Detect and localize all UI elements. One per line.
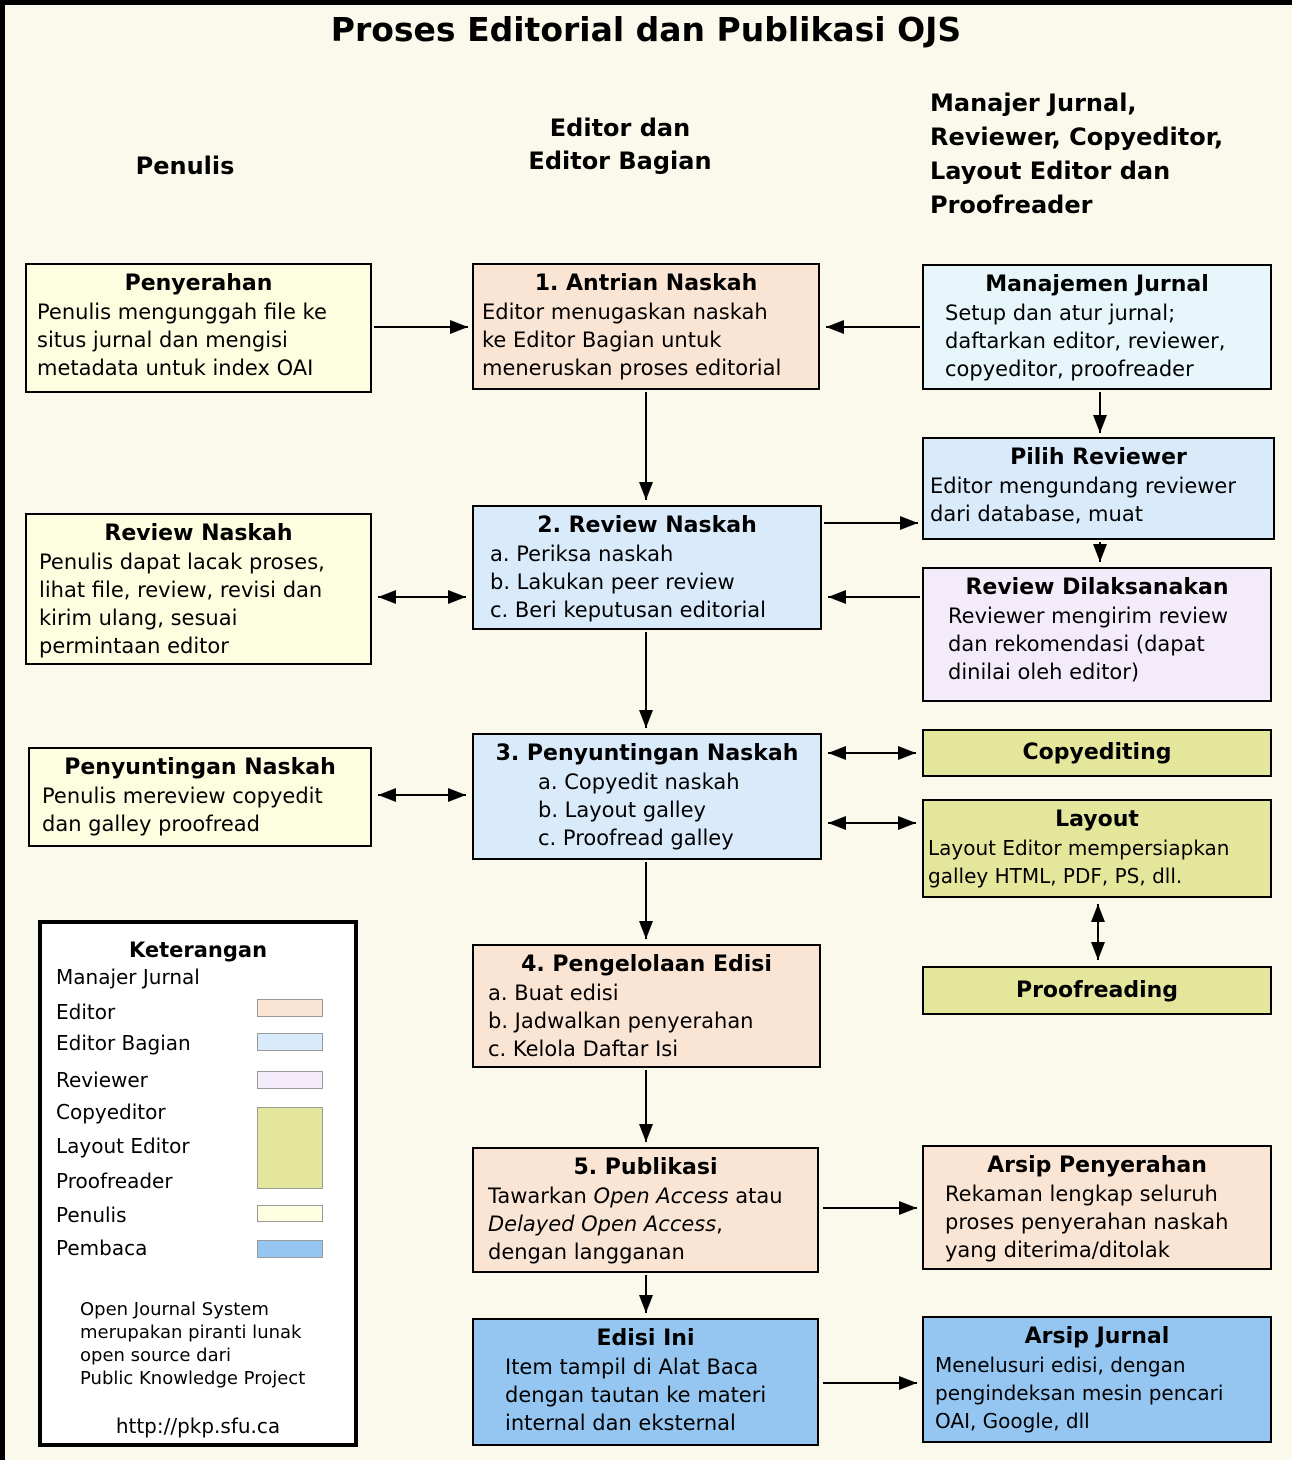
column-header-line: Layout Editor dan bbox=[930, 157, 1171, 185]
box-arsip-jurnal: Arsip Jurnal Menelusuri edisi, dengan pe… bbox=[922, 1316, 1272, 1443]
box-pengelolaan-edisi: 4. Pengelolaan Edisi a. Buat edisi b. Ja… bbox=[472, 944, 821, 1068]
box-title: Copyediting bbox=[1022, 740, 1172, 765]
box-proofreading: Proofreading bbox=[922, 966, 1272, 1015]
page-border-top bbox=[0, 0, 1292, 5]
legend-swatch-penulis bbox=[257, 1205, 323, 1222]
column-header-line: Reviewer, Copyeditor, bbox=[930, 123, 1224, 151]
legend-swatch-editor-bagian bbox=[257, 1033, 323, 1051]
legend-swatch-copyeditor-layout-proofreader bbox=[257, 1107, 323, 1189]
box-title: Proofreading bbox=[1015, 978, 1179, 1003]
box-antrian-naskah: 1. Antrian Naskah Editor menugaskan nask… bbox=[472, 263, 820, 390]
box-copyediting: Copyediting bbox=[922, 729, 1272, 777]
column-header-line: Editor Bagian bbox=[528, 147, 712, 175]
box-title: 4. Pengelolaan Edisi bbox=[521, 952, 772, 977]
box-edisi-ini: Edisi Ini Item tampil di Alat Baca denga… bbox=[472, 1318, 819, 1446]
box-penyuntingan-penulis: Penyuntingan Naskah Penulis mereview cop… bbox=[28, 747, 372, 847]
column-header-line: Manajer Jurnal, bbox=[930, 89, 1137, 117]
legend-label-layout-editor: Layout Editor bbox=[56, 1134, 190, 1158]
box-title: Edisi Ini bbox=[596, 1326, 695, 1351]
box-publikasi: 5. Publikasi Tawarkan Open Access atau D… bbox=[472, 1147, 819, 1273]
legend-footer-line: merupakan piranti lunak bbox=[80, 1322, 302, 1343]
legend-label-manajer-jurnal: Manajer Jurnal bbox=[56, 965, 200, 989]
page-title: Proses Editorial dan Publikasi OJS bbox=[330, 10, 962, 49]
legend-footer-line: Open Journal System bbox=[80, 1299, 269, 1320]
legend-swatch-reviewer bbox=[257, 1071, 323, 1089]
legend-label-penulis: Penulis bbox=[56, 1203, 127, 1227]
page-border-left bbox=[0, 0, 5, 1460]
box-layout: Layout Layout Editor mempersiapkan galle… bbox=[922, 799, 1272, 898]
box-title: 1. Antrian Naskah bbox=[534, 271, 758, 296]
box-penyuntingan-naskah: 3. Penyuntingan Naskah a. Copyedit naska… bbox=[472, 733, 822, 860]
legend-swatch-pembaca bbox=[257, 1240, 323, 1258]
column-header-editor: Editor dan Editor Bagian bbox=[470, 112, 770, 178]
box-title: Review Dilaksanakan bbox=[965, 575, 1229, 600]
box-title: Arsip Penyerahan bbox=[987, 1153, 1207, 1178]
box-title: 2. Review Naskah bbox=[537, 513, 757, 538]
box-title: Arsip Jurnal bbox=[1024, 1324, 1170, 1349]
pkp-url: http://pkp.sfu.ca bbox=[115, 1414, 281, 1438]
box-title: 5. Publikasi bbox=[573, 1155, 718, 1180]
legend-label-pembaca: Pembaca bbox=[56, 1236, 148, 1260]
box-title: Pilih Reviewer bbox=[1010, 445, 1187, 470]
box-title: Penyerahan bbox=[124, 271, 273, 296]
box-pilih-reviewer: Pilih Reviewer Editor mengundang reviewe… bbox=[922, 437, 1275, 540]
box-review-naskah: 2. Review Naskah a. Periksa naskah b. La… bbox=[472, 505, 822, 630]
legend-swatch-editor bbox=[257, 999, 323, 1017]
box-title: Layout bbox=[1055, 807, 1139, 832]
column-header-line: Editor dan bbox=[549, 114, 691, 142]
legend-footer: Open Journal System merupakan piranti lu… bbox=[80, 1298, 305, 1390]
box-manajemen-jurnal: Manajemen Jurnal Setup dan atur jurnal; … bbox=[922, 264, 1272, 390]
legend-label-editor-bagian: Editor Bagian bbox=[56, 1031, 191, 1055]
box-arsip-penyerahan: Arsip Penyerahan Rekaman lengkap seluruh… bbox=[922, 1145, 1272, 1270]
box-title: 3. Penyuntingan Naskah bbox=[495, 741, 799, 766]
legend-label-proofreader: Proofreader bbox=[56, 1169, 173, 1193]
box-title: Review Naskah bbox=[104, 521, 293, 546]
legend-title: Keterangan bbox=[128, 938, 268, 962]
box-penyerahan: Penyerahan Penulis mengunggah file ke si… bbox=[25, 263, 372, 393]
box-title: Penyuntingan Naskah bbox=[64, 755, 336, 780]
box-review-dilaksanakan: Review Dilaksanakan Reviewer mengirim re… bbox=[922, 567, 1272, 702]
column-header-manajer: Manajer Jurnal, Reviewer, Copyeditor, La… bbox=[930, 86, 1290, 222]
legend: Keterangan Manajer Jurnal Editor Editor … bbox=[38, 920, 358, 1447]
column-header-penulis: Penulis bbox=[135, 152, 235, 180]
legend-label-copyeditor: Copyeditor bbox=[56, 1100, 166, 1124]
column-header-line: Proofreader bbox=[930, 191, 1093, 219]
legend-footer-line: open source dari bbox=[80, 1345, 231, 1366]
legend-label-reviewer: Reviewer bbox=[56, 1068, 148, 1092]
legend-footer-line: Public Knowledge Project bbox=[80, 1368, 306, 1389]
box-review-naskah-penulis: Review Naskah Penulis dapat lacak proses… bbox=[25, 513, 372, 665]
legend-label-editor: Editor bbox=[56, 1000, 116, 1024]
box-title: Manajemen Jurnal bbox=[985, 272, 1209, 297]
